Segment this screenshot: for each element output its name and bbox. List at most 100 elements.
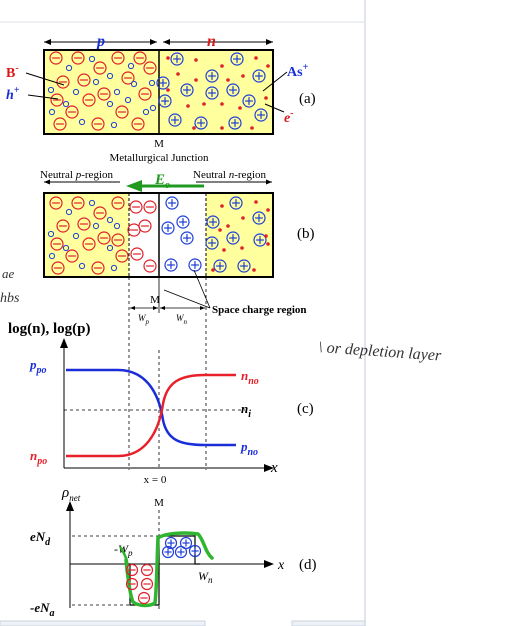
donor-ion-icon: [194, 116, 208, 130]
field-label: Eo: [154, 172, 170, 191]
acceptor-ion-icon: [91, 117, 105, 131]
acceptor-ion-icon: [53, 117, 67, 131]
panel-d: ρnet x (d) M eNd -eNa -Wp Wn: [30, 485, 317, 619]
acceptor-ion-icon: [56, 75, 70, 89]
acceptor-ion-icon: [49, 196, 63, 210]
ppo-label: ppo: [29, 357, 47, 376]
acceptor-ion-icon: [111, 233, 125, 247]
c-x-axis-label: x: [270, 460, 278, 476]
electron-icon: [266, 208, 270, 212]
electron-icon: [241, 74, 245, 78]
hole-icon: [113, 88, 121, 96]
donor-ion-icon: [179, 536, 193, 550]
acceptor-ion-icon: [97, 87, 111, 101]
hole-icon: [62, 244, 70, 252]
wn-d-label: Wn: [198, 569, 213, 585]
hole-icon: [106, 216, 114, 224]
donor-ion-icon: [228, 116, 242, 130]
panel-c: log(n), log(p) x ppo npo nno pno ni (c) …: [8, 321, 314, 486]
donor-ion-icon: [174, 545, 188, 559]
electron-icon: [252, 268, 256, 272]
wp-label: Wp: [138, 313, 150, 326]
bottom-tab-left: [0, 620, 206, 626]
donor-ion-icon: [165, 196, 179, 210]
bottom-tab-right: [291, 620, 366, 626]
panel-c-tag: (c): [297, 401, 314, 417]
acceptor-ion-icon: [138, 219, 152, 233]
wn-label: Wn: [176, 313, 188, 326]
electron-icon: [264, 96, 268, 100]
neutral-n-region-label: Neutral n-region: [193, 169, 266, 181]
donor-ion-icon: [242, 94, 256, 108]
electron-icon: [238, 106, 242, 110]
metallurgical-junction-label: Metallurgical Junction: [109, 152, 209, 164]
panel-b: Neutral p-region Neutral n-region Eo (b)…: [40, 169, 315, 470]
electron-icon: [254, 56, 258, 60]
hole-icon: [72, 232, 80, 240]
donor-ion-icon: [180, 83, 194, 97]
eNd-label: eNd: [30, 529, 51, 548]
electron-icon: [250, 126, 254, 130]
donor-ion-icon: [161, 221, 175, 235]
hole-icon: [113, 222, 121, 230]
donor-ion-icon: [170, 52, 184, 66]
acceptor-ion-icon: [71, 196, 85, 210]
hole-label: h+: [6, 85, 20, 103]
acceptor-ion-icon: [77, 217, 91, 231]
hole-icon: [48, 252, 56, 260]
junction-m-label: M: [154, 138, 164, 150]
donor-ion-icon: [180, 231, 194, 245]
npo-label: npo: [30, 448, 47, 467]
acceptor-ion-icon: [131, 117, 145, 131]
acceptor-ion-icon: [115, 105, 129, 119]
hole-concentration-curve: [66, 368, 236, 447]
charge-density-profile: [128, 535, 200, 606]
handwriting-right: \ or depletion layer: [318, 339, 443, 365]
hole-icon: [148, 79, 156, 87]
donor-ion-icon: [158, 94, 172, 108]
donor-ion-icon: [230, 52, 244, 66]
electron-icon: [194, 78, 198, 82]
donor-ion-icon: [253, 233, 267, 247]
donor-ion-icon: [206, 215, 220, 229]
acceptor-ion-icon: [50, 237, 64, 251]
acceptor-ion-icon: [93, 61, 107, 75]
electron-icon: [220, 64, 224, 68]
donor-ion-icon: [161, 545, 175, 559]
hole-icon: [130, 80, 138, 88]
donor-ion-icon: [164, 536, 178, 550]
acceptor-label: B-: [6, 63, 19, 81]
electron-icon: [218, 228, 222, 232]
hole-icon: [92, 222, 100, 230]
n-region-label: n: [207, 33, 216, 50]
electron-concentration-curve: [66, 373, 236, 458]
handwriting-left-bottom: hbs: [0, 291, 20, 306]
hole-icon: [106, 244, 114, 252]
acceptor-ion-icon: [71, 51, 85, 65]
acceptor-ion-icon: [82, 93, 96, 107]
hole-icon: [48, 108, 56, 116]
panel-d-tag: (d): [299, 557, 317, 573]
acceptor-ion-icon: [143, 200, 157, 214]
hole-icon: [142, 108, 150, 116]
acceptor-ion-icon: [121, 71, 135, 85]
hole-icon: [72, 88, 80, 96]
acceptor-ion-icon: [125, 563, 139, 577]
rho-net-label: ρnet: [61, 485, 81, 503]
donor-ion-icon: [156, 76, 170, 90]
hole-icon: [47, 230, 55, 238]
acceptor-ion-icon: [51, 261, 65, 275]
hole-icon: [149, 104, 157, 112]
hole-icon: [65, 64, 73, 72]
acceptor-ion-icon: [115, 249, 129, 263]
acceptor-ion-icon: [140, 577, 154, 591]
electron-icon: [202, 102, 206, 106]
acceptor-ion-icon: [111, 51, 125, 65]
neutral-p-region-label: Neutral p-region: [40, 169, 113, 181]
concentration-axis-label: log(n), log(p): [8, 321, 91, 337]
acceptor-ion-icon: [91, 261, 105, 275]
donor-ion-icon: [252, 211, 266, 225]
electron-icon: [166, 56, 170, 60]
donor-ion-icon: [168, 113, 182, 127]
panel-b-tag: (b): [297, 226, 315, 242]
